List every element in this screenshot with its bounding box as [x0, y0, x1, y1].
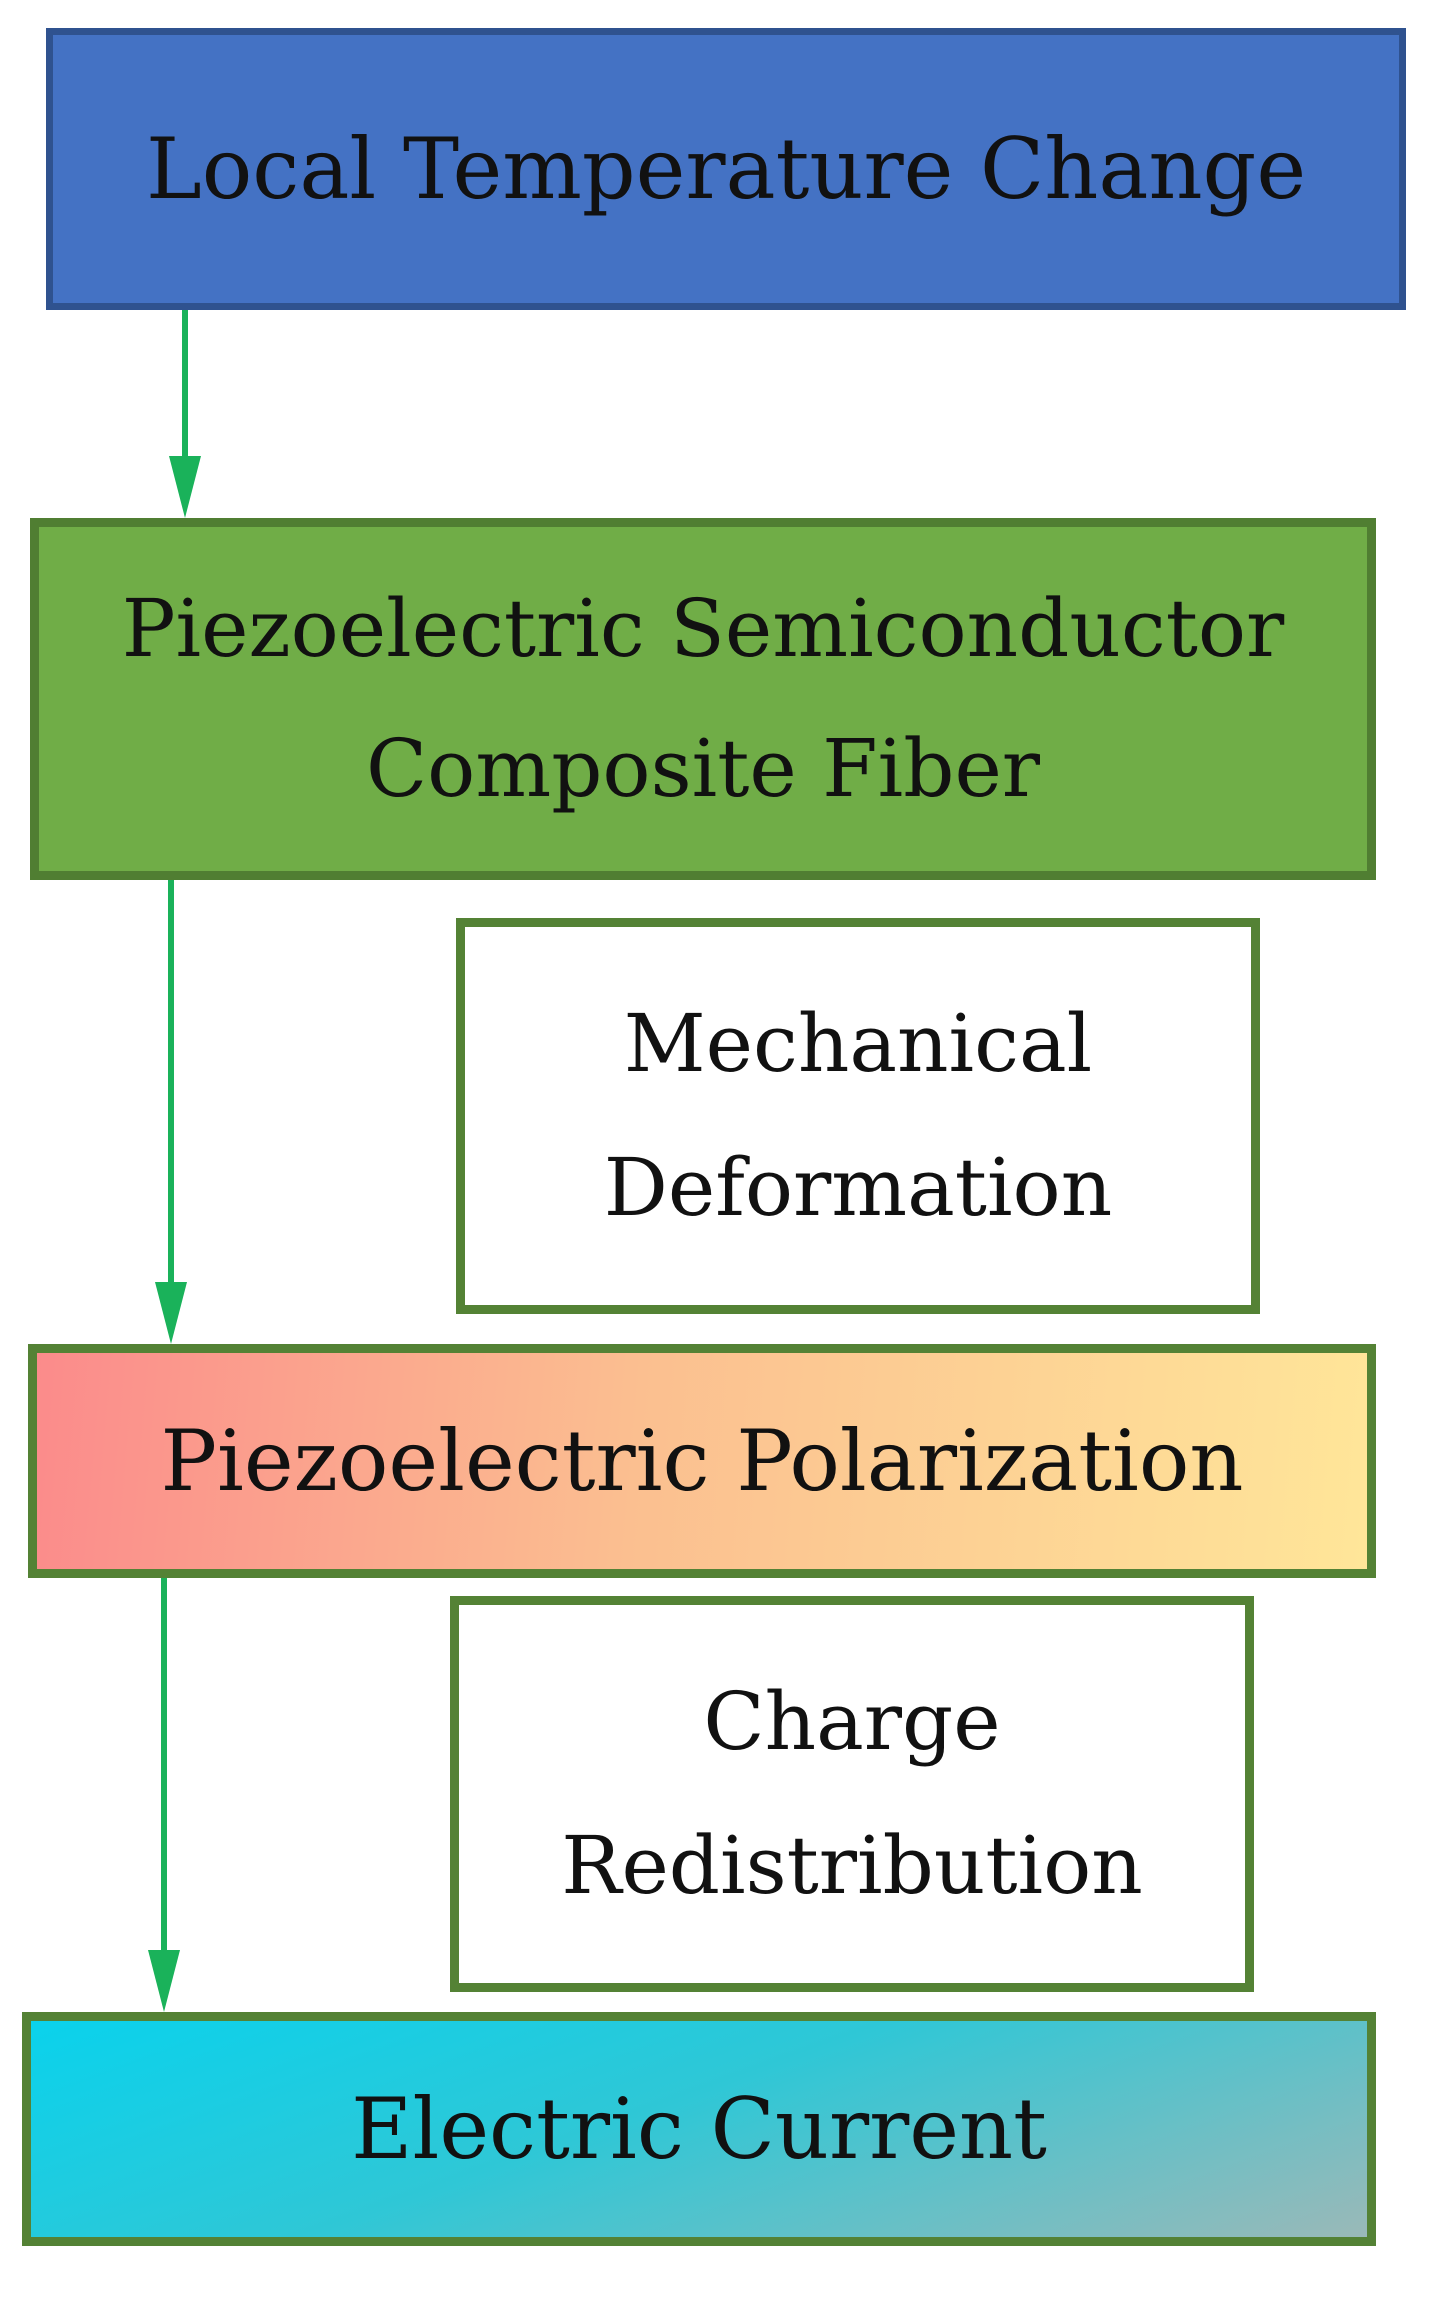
- node-piezoelectric-polarization: Piezoelectric Polarization: [28, 1344, 1376, 1578]
- node-label-line-1: Mechanical: [623, 997, 1093, 1090]
- node-charge-redistribution: Charge Redistribution: [450, 1596, 1254, 1992]
- node-piezoelectric-semiconductor-composite-fiber: Piezoelectric Semiconductor Composite Fi…: [30, 518, 1376, 880]
- node-label-line-1: Charge: [703, 1675, 1001, 1768]
- node-label-line-2: Redistribution: [561, 1819, 1143, 1912]
- node-label-line-2: Deformation: [603, 1141, 1113, 1234]
- node-mechanical-deformation: Mechanical Deformation: [456, 918, 1260, 1314]
- node-electric-current: Electric Current: [22, 2012, 1376, 2246]
- arrow-temperature-to-fiber: [169, 306, 201, 518]
- node-label-line-2: Composite Fiber: [365, 722, 1041, 815]
- node-label: Electric Current: [351, 2080, 1047, 2178]
- node-local-temperature-change: Local Temperature Change: [46, 28, 1406, 310]
- arrow-polarization-to-current: [148, 1578, 180, 2012]
- node-label: Piezoelectric Polarization: [160, 1412, 1244, 1510]
- node-label: Local Temperature Change: [145, 120, 1307, 218]
- arrow-fiber-to-polarization: [155, 880, 187, 1344]
- node-label-line-1: Piezoelectric Semiconductor: [121, 582, 1285, 675]
